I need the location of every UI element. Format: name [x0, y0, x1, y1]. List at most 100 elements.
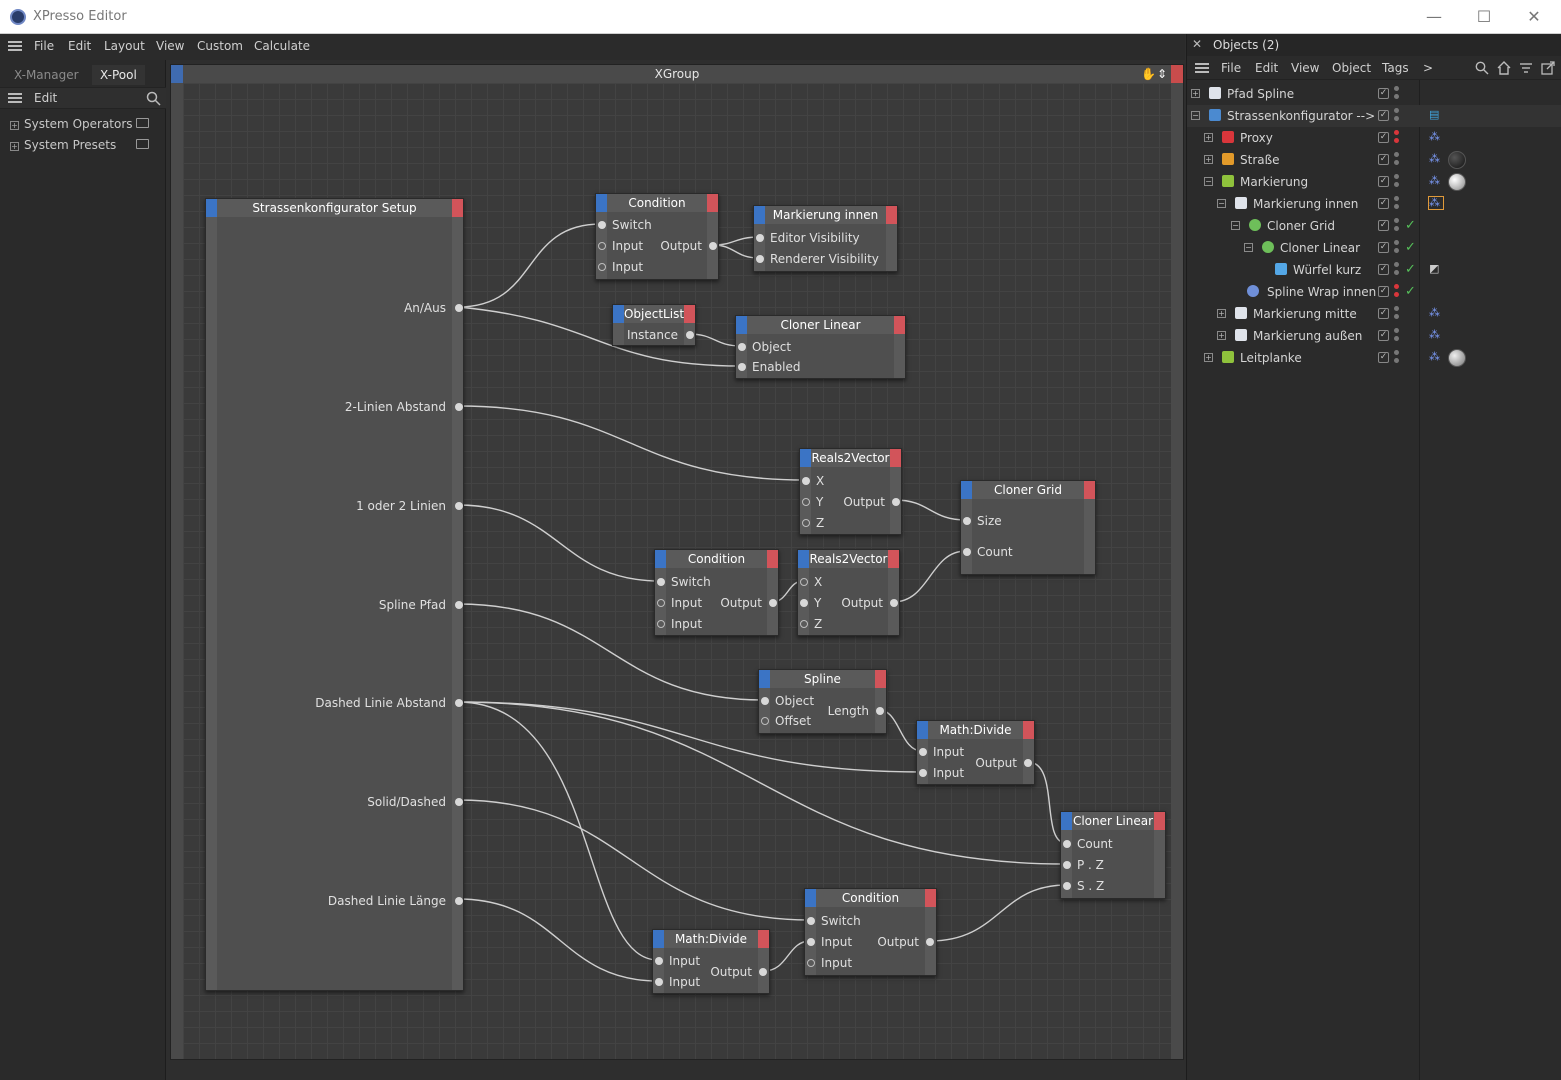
- object-row-markierung[interactable]: − Markierung ✓ ⁂: [1187, 171, 1561, 193]
- expand-icon[interactable]: +: [1217, 309, 1226, 318]
- object-row-proxy[interactable]: + Proxy ✓ ⁂: [1187, 127, 1561, 149]
- port-object[interactable]: Object: [775, 694, 815, 708]
- output-dot[interactable]: [455, 897, 463, 905]
- pan-hand-icon[interactable]: ✋: [1141, 67, 1156, 81]
- port-input[interactable]: Input: [671, 617, 703, 631]
- port-enabled[interactable]: Enabled: [752, 360, 801, 374]
- node-markierung-innen[interactable]: Markierung innen Editor Visibility Rende…: [753, 205, 898, 272]
- port-2-linien-abstand[interactable]: 2-Linien Abstand: [344, 400, 446, 414]
- input-dot[interactable]: [1063, 840, 1071, 848]
- input-dot[interactable]: [800, 599, 808, 607]
- node-cloner-grid[interactable]: Cloner Grid Size Count: [960, 480, 1096, 575]
- port-switch[interactable]: Switch: [671, 575, 711, 589]
- port-object[interactable]: Object: [752, 340, 792, 354]
- user-data-tag-icon[interactable]: ▤: [1429, 108, 1440, 121]
- input-dot[interactable]: [657, 578, 665, 586]
- input-dot[interactable]: [655, 978, 663, 986]
- node-condition-1[interactable]: Condition Switch Input Input Output: [595, 193, 719, 280]
- input-dot[interactable]: [800, 578, 808, 586]
- port-offset[interactable]: Offset: [775, 714, 812, 728]
- node-cloner-linear-1[interactable]: Cloner Linear Object Enabled: [735, 315, 906, 379]
- output-dot[interactable]: [769, 599, 777, 607]
- port-output[interactable]: Output: [720, 596, 762, 610]
- menu-custom[interactable]: Custom: [197, 39, 243, 53]
- node-header[interactable]: Math:Divide: [653, 930, 769, 948]
- port-pz[interactable]: P . Z: [1077, 858, 1104, 872]
- object-label[interactable]: Pfad Spline: [1227, 87, 1295, 101]
- tab-x-manager[interactable]: X-Manager: [14, 68, 79, 82]
- node-cloner-linear-2[interactable]: Cloner Linear Count P . Z S . Z: [1060, 811, 1166, 899]
- expand-icon[interactable]: +: [10, 121, 19, 130]
- pool-edit-menu[interactable]: Edit: [34, 91, 58, 105]
- object-label[interactable]: Spline Wrap innen: [1267, 285, 1377, 299]
- collapse-icon[interactable]: −: [1244, 243, 1253, 252]
- port-count[interactable]: Count: [1077, 837, 1113, 851]
- visibility-dots-icon[interactable]: [1394, 328, 1400, 344]
- enabled-checkbox-icon[interactable]: ✓: [1378, 198, 1389, 209]
- output-dot[interactable]: [709, 242, 717, 250]
- port-dashed-linie-laenge[interactable]: Dashed Linie Länge: [327, 894, 446, 908]
- node-header[interactable]: Strassenkonfigurator Setup: [206, 199, 463, 217]
- objects-menu-icon[interactable]: [1195, 63, 1209, 73]
- port-spline-pfad[interactable]: Spline Pfad: [378, 598, 446, 612]
- output-dot[interactable]: [455, 502, 463, 510]
- node-reals2vector-2[interactable]: Reals2Vector X Y Z Output: [797, 549, 900, 636]
- close-icon[interactable]: ✕: [1527, 7, 1541, 26]
- obj-menu-tags[interactable]: Tags: [1382, 61, 1409, 75]
- node-header[interactable]: Condition: [655, 550, 778, 568]
- output-dot[interactable]: [455, 403, 463, 411]
- port-z[interactable]: Z: [814, 617, 823, 631]
- input-dot[interactable]: [802, 498, 810, 506]
- port-instance[interactable]: Instance: [626, 328, 678, 342]
- output-dot[interactable]: [926, 938, 934, 946]
- input-dot[interactable]: [657, 599, 665, 607]
- node-header[interactable]: Cloner Grid: [961, 481, 1095, 499]
- input-dot[interactable]: [1063, 882, 1071, 890]
- port-output[interactable]: Output: [877, 935, 919, 949]
- object-row-strasse[interactable]: + Straße ✓ ⁂: [1187, 149, 1561, 171]
- search-icon[interactable]: [146, 91, 161, 106]
- object-label[interactable]: Strassenkonfigurator -->: [1227, 109, 1376, 123]
- input-dot[interactable]: [738, 363, 746, 371]
- input-dot[interactable]: [738, 343, 746, 351]
- port-input[interactable]: Input: [671, 596, 703, 610]
- visibility-dots-icon[interactable]: [1394, 174, 1400, 190]
- port-z[interactable]: Z: [816, 516, 825, 530]
- minimize-icon[interactable]: —: [1426, 7, 1442, 26]
- output-dot[interactable]: [455, 304, 463, 312]
- object-row-strassenkonfigurator[interactable]: − Strassenkonfigurator --> ✓ ▤: [1187, 105, 1561, 127]
- port-input[interactable]: Input: [669, 954, 701, 968]
- port-sz[interactable]: S . Z: [1077, 879, 1105, 893]
- maximize-icon[interactable]: ☐: [1476, 7, 1492, 26]
- node-strassenkonfigurator-setup[interactable]: Strassenkonfigurator Setup An/Aus 2-Lini…: [205, 198, 464, 991]
- menu-calculate[interactable]: Calculate: [254, 39, 311, 53]
- menu-file[interactable]: File: [34, 39, 55, 53]
- port-output[interactable]: Output: [660, 239, 702, 253]
- collapse-icon[interactable]: −: [1231, 221, 1240, 230]
- input-dot[interactable]: [807, 917, 815, 925]
- port-switch[interactable]: Switch: [612, 218, 652, 232]
- visibility-dots-icon[interactable]: [1394, 284, 1400, 300]
- enabled-checkbox-icon[interactable]: ✓: [1378, 308, 1389, 319]
- node-math-divide-2[interactable]: Math:Divide Input Input Output: [652, 929, 770, 994]
- port-1-oder-2-linien[interactable]: 1 oder 2 Linien: [356, 499, 446, 513]
- port-editor-visibility[interactable]: Editor Visibility: [770, 231, 860, 245]
- output-dot[interactable]: [455, 699, 463, 707]
- green-check-icon[interactable]: ✓: [1405, 284, 1416, 299]
- object-row-pfad-spline[interactable]: + Pfad Spline ✓: [1187, 83, 1561, 105]
- node-header[interactable]: Spline: [759, 670, 886, 688]
- input-dot[interactable]: [598, 221, 606, 229]
- input-dot[interactable]: [963, 548, 971, 556]
- visibility-dots-icon[interactable]: [1394, 108, 1400, 124]
- obj-menu-file[interactable]: File: [1221, 61, 1242, 75]
- node-reals2vector-1[interactable]: Reals2Vector X Y Z Output: [799, 448, 902, 535]
- expand-icon[interactable]: +: [10, 142, 19, 151]
- object-row-cloner-grid[interactable]: − Cloner Grid ✓ ✓: [1187, 215, 1561, 237]
- node-header[interactable]: Cloner Linear: [736, 316, 905, 334]
- pool-item-system-presets[interactable]: +System Presets: [10, 138, 117, 152]
- input-dot[interactable]: [598, 263, 606, 271]
- port-output[interactable]: Output: [843, 495, 885, 509]
- port-y[interactable]: Y: [816, 495, 824, 509]
- object-row-markierung-mitte[interactable]: + Markierung mitte ✓ ⁂: [1187, 303, 1561, 325]
- port-input[interactable]: Input: [612, 260, 644, 274]
